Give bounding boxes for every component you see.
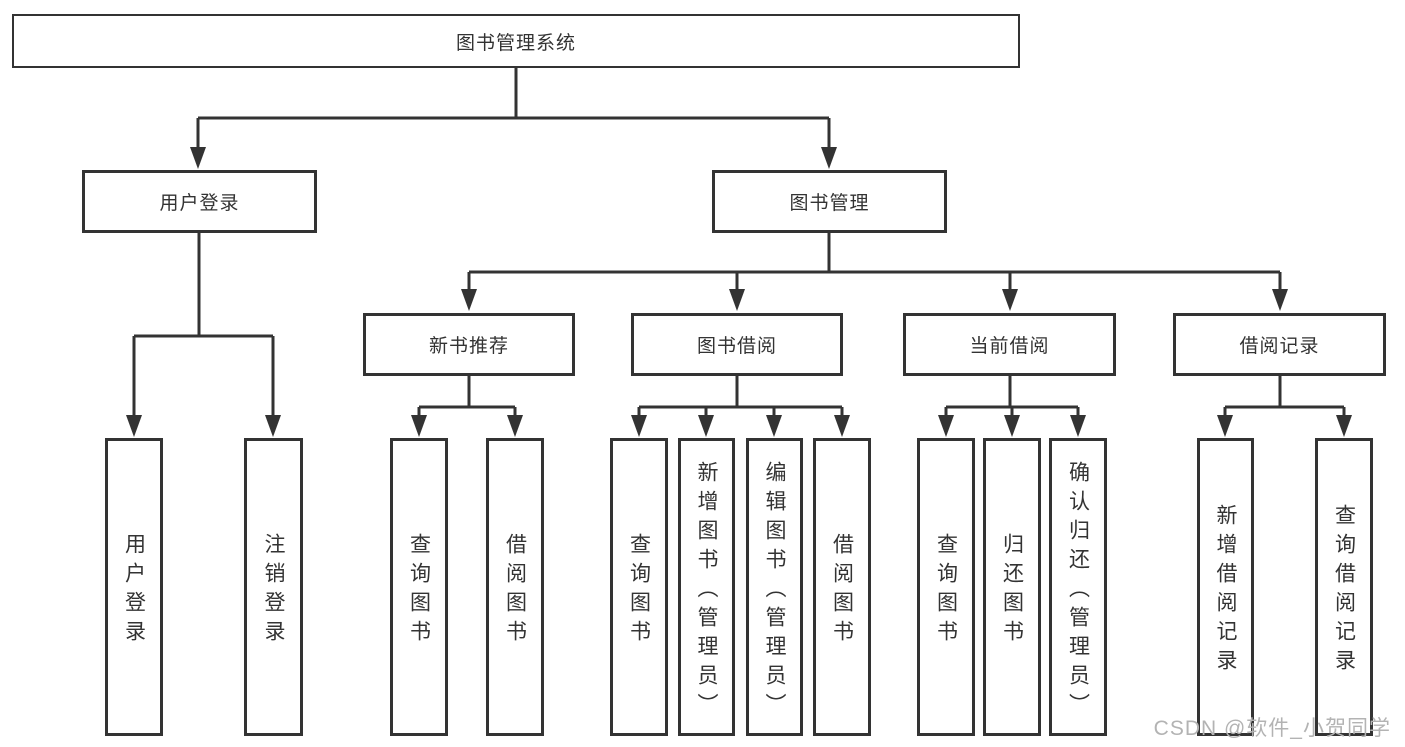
leaf-user-login: 用户登录	[105, 438, 163, 736]
leaf-label: 归还图书	[1000, 533, 1024, 649]
leaf-label: 查询图书	[934, 533, 958, 649]
leaf-label: 查询图书	[627, 533, 651, 649]
leaf-borrow-books-recommend: 借阅图书	[486, 438, 544, 736]
node-label: 图书借阅	[696, 336, 777, 357]
leaf-query-books-borrowing: 查询图书	[610, 438, 668, 736]
csdn-watermark: CSDN @软件_小贺同学	[1153, 717, 1391, 740]
leaf-label: 查询借阅记录	[1332, 504, 1356, 678]
leaf-label: 确认归还（管理员）	[1066, 460, 1090, 722]
node-label: 新书推荐	[428, 336, 509, 357]
node-label: 当前借阅	[969, 336, 1050, 357]
leaf-query-borrow-record: 查询借阅记录	[1315, 438, 1373, 736]
leaf-add-books-admin: 新增图书（管理员）	[678, 438, 735, 736]
leaf-label: 借阅图书	[830, 533, 854, 649]
leaf-label: 新增图书（管理员）	[695, 460, 718, 722]
leaf-query-books-recommend: 查询图书	[390, 438, 448, 736]
leaf-logout: 注销登录	[244, 438, 303, 736]
node-label: 图书管理系统	[455, 32, 576, 54]
leaf-label: 注销登录	[262, 533, 285, 649]
node-current-borrowing: 当前借阅	[903, 313, 1116, 376]
leaf-confirm-return-admin: 确认归还（管理员）	[1049, 438, 1107, 736]
leaf-label: 新增借阅记录	[1214, 504, 1237, 678]
node-label: 用户登录	[159, 193, 240, 214]
node-new-book-recommend: 新书推荐	[363, 313, 575, 376]
node-book-borrowing: 图书借阅	[631, 313, 843, 376]
leaf-edit-books-admin: 编辑图书（管理员）	[746, 438, 803, 736]
leaf-label: 借阅图书	[503, 533, 527, 649]
leaf-label: 编辑图书（管理员）	[763, 460, 786, 722]
leaf-borrow-books-borrowing: 借阅图书	[813, 438, 871, 736]
node-label: 图书管理	[789, 193, 870, 214]
node-library-management-system: 图书管理系统	[12, 14, 1020, 68]
leaf-add-borrow-record: 新增借阅记录	[1197, 438, 1254, 736]
node-label: 借阅记录	[1239, 336, 1320, 357]
leaf-return-books: 归还图书	[983, 438, 1041, 736]
leaf-label: 查询图书	[407, 533, 431, 649]
leaf-label: 用户登录	[122, 533, 146, 649]
node-user-login: 用户登录	[82, 170, 317, 233]
node-book-management: 图书管理	[712, 170, 947, 233]
leaf-query-books-current: 查询图书	[917, 438, 975, 736]
node-borrow-records: 借阅记录	[1173, 313, 1386, 376]
